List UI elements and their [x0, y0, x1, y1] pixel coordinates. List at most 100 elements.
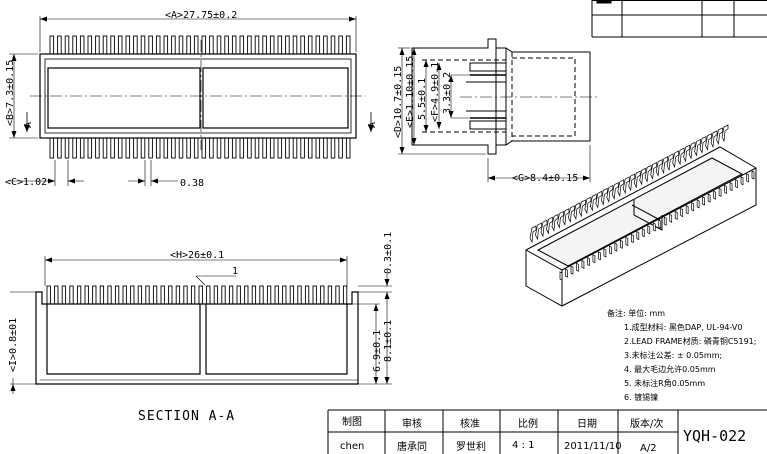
dim-g-label: <G>8.4±0.15	[512, 173, 578, 184]
upper-pin	[64, 35, 70, 55]
upper-pin	[201, 35, 207, 55]
iso-rear-pin	[721, 124, 729, 143]
tb-value-review: 唐承同	[397, 440, 427, 453]
upper-pin	[110, 35, 115, 55]
section-pin	[259, 285, 264, 305]
tb-header-version: 版本/次	[630, 417, 663, 430]
section-pin	[183, 285, 188, 305]
iso-rear-pin	[595, 190, 603, 209]
dim-a-label: <A>27.75±0.2	[165, 10, 237, 21]
lower-pin	[292, 137, 298, 159]
iso-front-pin	[696, 199, 700, 209]
upper-pin	[155, 35, 161, 55]
iso-front-pin	[707, 193, 711, 203]
iso-front-pin	[652, 222, 656, 232]
lower-pin	[307, 137, 313, 159]
revision-table	[591, 0, 767, 38]
lower-pin	[64, 137, 70, 159]
section-pin	[92, 285, 97, 305]
lower-pin	[269, 137, 275, 159]
section-pin	[168, 285, 173, 305]
iso-rear-pin	[557, 211, 564, 229]
upper-pin	[345, 35, 351, 55]
upper-pin	[186, 35, 191, 55]
tb-value-version: A/2	[640, 443, 657, 454]
section-mark-right: A	[367, 122, 378, 128]
iso-front-pin	[598, 251, 601, 261]
lower-pin	[87, 137, 93, 159]
section-pin	[99, 285, 105, 305]
iso-rear-pin	[639, 167, 647, 186]
dim-69-label: 6.9±0.1	[372, 330, 383, 372]
iso-rear-pin	[694, 138, 701, 157]
dim-f-label: <F>4.9±0.1	[430, 62, 441, 122]
iso-rear-pin	[677, 147, 685, 166]
iso-rear-pin	[699, 135, 707, 154]
iso-rear-pin	[650, 161, 658, 180]
iso-rear-pin	[589, 193, 597, 212]
upper-pin	[224, 35, 229, 55]
upper-pin	[262, 35, 267, 55]
upper-pin	[277, 35, 283, 55]
lower-pin	[262, 137, 267, 159]
section-pin	[46, 285, 51, 305]
iso-front-pin	[630, 233, 634, 244]
iso-rear-pin	[535, 222, 542, 241]
dim-c-label: <C>1.02	[5, 177, 47, 188]
note-line-6: 6. 镀锡镍	[624, 392, 658, 402]
upper-pin	[49, 35, 55, 55]
iso-front-pin	[619, 239, 623, 249]
upper-pin	[216, 35, 222, 55]
lower-pin	[224, 137, 229, 159]
iso-front-pin	[603, 248, 607, 258]
section-pin	[342, 285, 348, 305]
upper-pin	[102, 35, 108, 55]
lower-pin	[178, 137, 184, 159]
iso-front-pin	[609, 245, 612, 255]
upper-pin	[87, 35, 93, 55]
lower-pin	[171, 137, 176, 159]
lower-pin	[216, 137, 222, 159]
lower-pin	[102, 137, 108, 159]
iso-rear-pin	[568, 205, 575, 224]
lower-pin	[155, 137, 161, 159]
lower-pin	[117, 137, 123, 159]
side-view-outline	[411, 38, 591, 155]
section-pin	[76, 285, 82, 305]
upper-pin	[140, 35, 146, 55]
section-pin	[320, 285, 325, 305]
note-line-3: 3.未标注公差: ± 0.05mm;	[624, 350, 722, 360]
upper-pin	[125, 35, 131, 55]
iso-front-pin	[663, 216, 667, 226]
iso-rear-pin	[606, 185, 614, 203]
lower-pin	[140, 137, 146, 159]
upper-pin	[338, 35, 343, 55]
dim-1-label: 1	[232, 266, 238, 277]
iso-front-pin	[576, 262, 579, 272]
lower-pin	[239, 137, 245, 159]
lower-pin	[110, 137, 115, 159]
section-pin	[335, 285, 340, 305]
section-pin	[84, 285, 89, 305]
dim-e-label: <E>1.10±0.15	[405, 56, 416, 128]
note-line-5: 5. 未标注R角0.05mm	[624, 378, 705, 388]
section-pin	[198, 285, 203, 305]
section-pin	[297, 285, 302, 305]
upper-pin	[307, 35, 313, 55]
iso-rear-pin	[661, 156, 669, 174]
iso-rear-pin	[551, 213, 559, 232]
upper-pin	[57, 35, 62, 55]
isometric-view	[525, 124, 757, 307]
section-pin	[327, 285, 333, 305]
tb-header-date: 日期	[577, 418, 597, 430]
tb-header-drafter: 制图	[342, 415, 362, 428]
section-pin	[190, 285, 196, 305]
section-pin	[304, 285, 310, 305]
upper-pin	[117, 35, 123, 55]
notes-header: 备注: 单位: mm	[607, 308, 665, 318]
section-pin	[61, 285, 67, 305]
iso-front-pin	[587, 257, 590, 267]
lower-pin	[315, 137, 321, 159]
lower-pin	[95, 137, 100, 159]
